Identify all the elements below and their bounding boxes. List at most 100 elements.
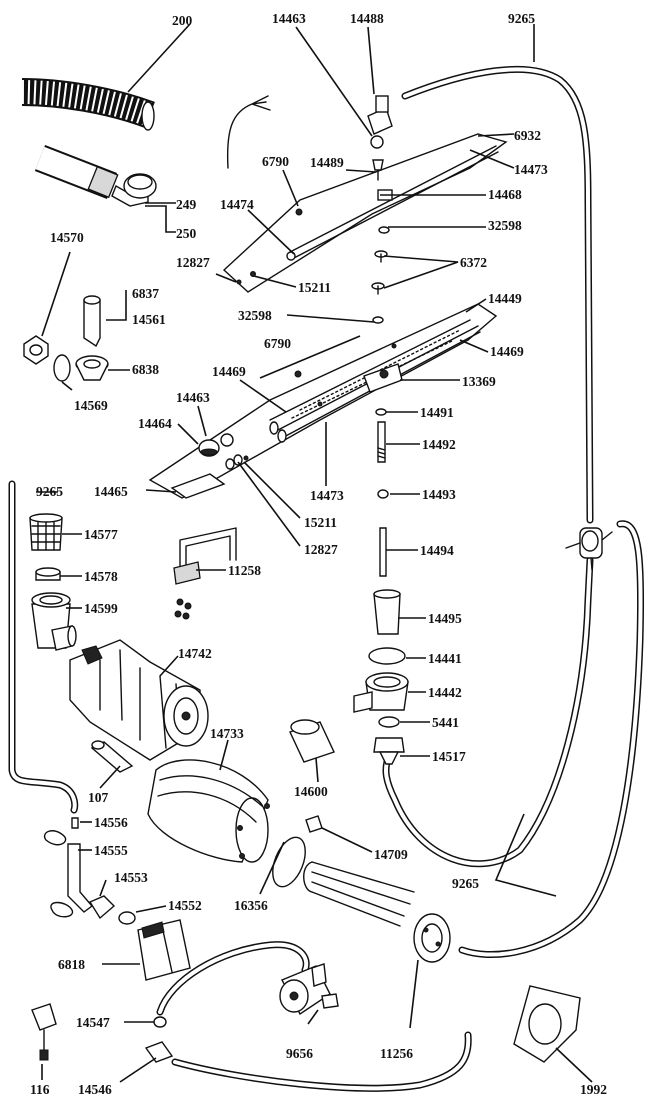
hose-9265-main (382, 65, 645, 958)
label-14473-mid: 14473 (310, 488, 344, 503)
label-14442: 14442 (428, 685, 462, 700)
label-14552: 14552 (168, 898, 202, 913)
label-14578: 14578 (84, 569, 118, 584)
label-14600: 14600 (294, 784, 328, 799)
label-9265-bottom: 9265 (452, 876, 479, 891)
small-parts-15211-12827 (225, 454, 249, 470)
label-14494: 14494 (420, 543, 454, 558)
label-14599: 14599 (84, 601, 118, 616)
label-14469-right: 14469 (490, 344, 524, 359)
fitting-14546 (144, 1041, 174, 1063)
label-14463-mid: 14463 (176, 390, 210, 405)
bracket-1992 (513, 985, 581, 1063)
valve-9656 (279, 963, 339, 1016)
t-connector (565, 527, 613, 571)
label-107: 107 (88, 790, 109, 805)
label-116: 116 (30, 1082, 50, 1097)
label-14469-left: 14469 (212, 364, 246, 379)
label-12827-top: 12827 (176, 255, 210, 270)
fitting-107 (90, 740, 134, 773)
label-14561: 14561 (132, 312, 166, 327)
label-14465: 14465 (94, 484, 128, 499)
pump-motor-14742 (69, 639, 209, 761)
label-14556: 14556 (94, 815, 128, 830)
label-14546: 14546 (78, 1082, 112, 1097)
elbow-14488 (367, 95, 393, 181)
label-6837: 6837 (132, 286, 159, 301)
label-14441: 14441 (428, 651, 462, 666)
part-labels: 200 14463 14488 9265 6932 14473 6790 144… (30, 11, 607, 1097)
label-15211-top: 15211 (298, 280, 331, 295)
label-14742: 14742 (178, 646, 212, 661)
bracket-6818 (137, 919, 191, 981)
hose-9265-left (8, 480, 79, 814)
label-14474: 14474 (220, 197, 254, 212)
stack-right-parts (353, 408, 409, 765)
label-14468: 14468 (488, 187, 522, 202)
capacitor-14733 (147, 759, 270, 863)
fitting-6838 (75, 355, 109, 381)
label-15211-mid: 15211 (304, 515, 337, 530)
label-14709: 14709 (374, 847, 408, 862)
label-9656: 9656 (286, 1046, 313, 1061)
hose-lower (156, 941, 472, 1092)
label-200: 200 (172, 13, 193, 28)
o-ring-16356 (272, 836, 306, 888)
wire (226, 95, 271, 169)
label-16356: 16356 (234, 898, 268, 913)
sump-14599 (31, 592, 77, 651)
label-14493: 14493 (422, 487, 456, 502)
plug-14709 (305, 815, 323, 833)
filter-14577 (29, 513, 63, 551)
label-32598-mid: 32598 (238, 308, 272, 323)
label-11258: 11258 (228, 563, 261, 578)
label-32598-top: 32598 (488, 218, 522, 233)
label-14577: 14577 (84, 527, 118, 542)
label-14517: 14517 (432, 749, 466, 764)
label-14547: 14547 (76, 1015, 110, 1030)
tube-14561 (83, 295, 101, 348)
label-12827-mid: 12827 (304, 542, 338, 557)
label-6790-top: 6790 (262, 154, 289, 169)
label-14492: 14492 (422, 437, 456, 452)
cap-14464 (198, 433, 234, 457)
cap-14578 (35, 567, 61, 581)
label-11256: 11256 (380, 1046, 413, 1061)
label-14495: 14495 (428, 611, 462, 626)
label-250: 250 (176, 226, 197, 241)
sleeve-14600 (289, 719, 335, 763)
heater-element-11258 (173, 527, 237, 620)
label-9265-left: 9265 (36, 484, 63, 499)
corrugated-hose-200 (21, 78, 155, 131)
label-14491: 14491 (420, 405, 454, 420)
nut-14570 (23, 335, 49, 365)
label-14463-top: 14463 (272, 11, 306, 26)
label-14570: 14570 (50, 230, 84, 245)
label-14733: 14733 (210, 726, 244, 741)
label-14473-top: 14473 (514, 162, 548, 177)
small-fittings-upper (371, 226, 390, 324)
label-1992: 1992 (580, 1082, 607, 1097)
label-6838: 6838 (132, 362, 159, 377)
label-13369: 13369 (462, 374, 496, 389)
label-14464: 14464 (138, 416, 172, 431)
label-249: 249 (176, 197, 197, 212)
label-14555: 14555 (94, 843, 128, 858)
heater-11256 (303, 861, 451, 963)
label-14488: 14488 (350, 11, 384, 26)
label-6790-mid: 6790 (264, 336, 291, 351)
label-6932: 6932 (514, 128, 541, 143)
label-14449: 14449 (488, 291, 522, 306)
drain-hose-249 (34, 144, 157, 207)
label-14553: 14553 (114, 870, 148, 885)
drain-parts-left (43, 817, 136, 925)
label-6372: 6372 (460, 255, 487, 270)
label-9265-top: 9265 (508, 11, 535, 26)
leader-lines (36, 23, 593, 1083)
nut-14547 (153, 1016, 167, 1028)
label-14489: 14489 (310, 155, 344, 170)
valve-116 (31, 1003, 57, 1061)
label-14569: 14569 (74, 398, 108, 413)
lower-spray-plate-14465 (148, 303, 498, 499)
